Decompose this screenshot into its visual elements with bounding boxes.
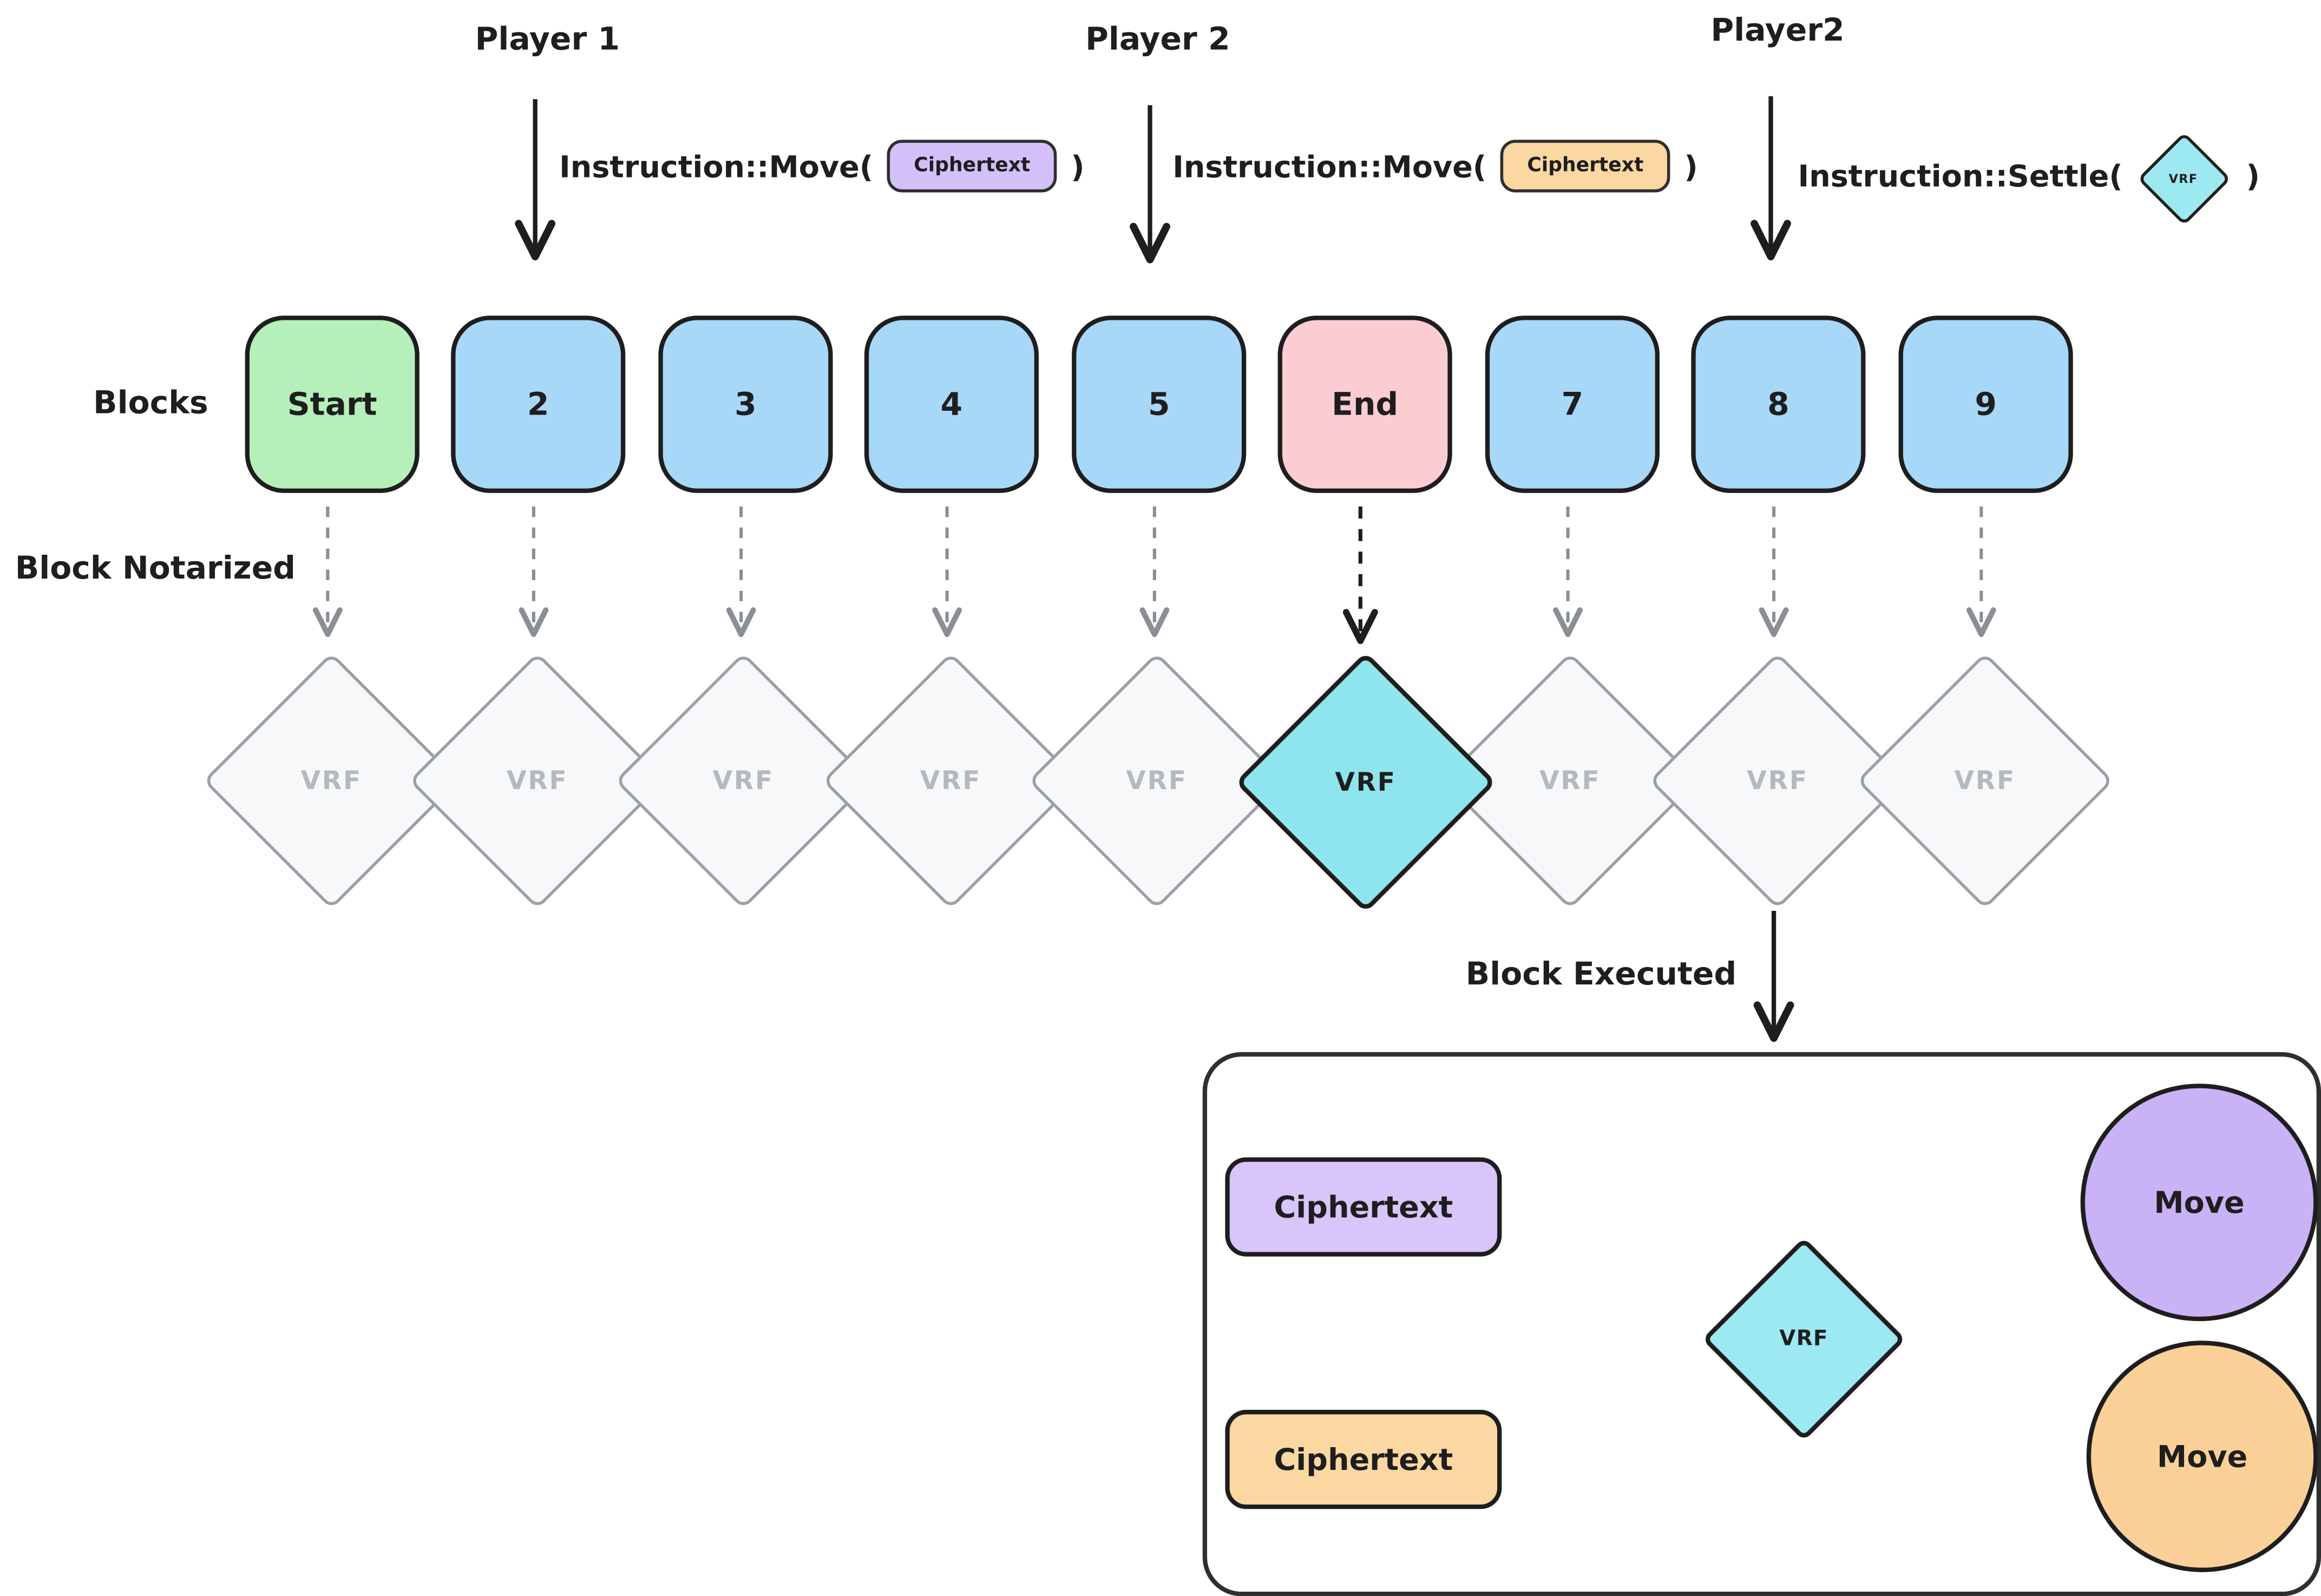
block-label: Start	[287, 386, 377, 423]
block-2: 2	[451, 316, 626, 493]
block-label: 8	[1767, 386, 1789, 423]
vrf-diamond-icon: VRF	[2138, 132, 2232, 226]
settle-instruction-close: )	[2246, 157, 2260, 194]
block-label: 2	[527, 386, 549, 423]
settle-instruction-text: Instruction::Settle(	[1798, 157, 2123, 194]
panel-ciphertext-purple: Ciphertext	[1225, 1157, 1502, 1257]
block-3: 3	[658, 316, 833, 493]
vrf-label: VRF	[1779, 1327, 1829, 1351]
panel-move-purple: Move	[2080, 1083, 2318, 1322]
block-label: 5	[1148, 386, 1170, 423]
player1-instruction-close: )	[1071, 148, 1085, 185]
ciphertext-pill-orange: Ciphertext	[1500, 140, 1671, 193]
player2-instruction-close: )	[1684, 148, 1698, 185]
vrf-label: VRF	[1954, 765, 2016, 796]
block-label: 4	[940, 386, 963, 423]
player1-instruction-text: Instruction::Move(	[559, 148, 874, 185]
player2-instruction: Instruction::Move( Ciphertext )	[1172, 140, 1698, 193]
block-end: End	[1277, 316, 1452, 493]
block-7: 7	[1485, 316, 1660, 493]
vrf-label: VRF	[1747, 765, 1808, 796]
vrf-label: VRF	[1126, 765, 1188, 796]
vrf-label: VRF	[1539, 765, 1601, 796]
player2-label: Player 2	[1085, 21, 1230, 57]
block-8: 8	[1691, 316, 1866, 493]
player1-label: Player 1	[475, 21, 620, 57]
block-5: 5	[1072, 316, 1247, 493]
block-4: 4	[864, 316, 1039, 493]
block-label: 7	[1561, 386, 1584, 423]
player1-instruction: Instruction::Move( Ciphertext )	[559, 140, 1085, 193]
block-executed-label: Block Executed	[1465, 956, 1737, 992]
block-label: 3	[735, 386, 757, 423]
ciphertext-pill-purple: Ciphertext	[887, 140, 1058, 193]
vrf-label: VRF	[1335, 767, 1396, 798]
vrf-diamond-executed: VRF	[1235, 651, 1497, 914]
player2-instruction-text: Instruction::Move(	[1172, 148, 1487, 185]
player2-settle-label: Player2	[1710, 12, 1845, 48]
block-notarized-label: Block Notarized	[15, 550, 296, 587]
block-9: 9	[1898, 316, 2073, 493]
vrf-label: VRF	[920, 765, 982, 796]
vrf-label: VRF	[507, 765, 568, 796]
block-label: End	[1332, 386, 1399, 423]
vrf-label: VRF	[300, 765, 363, 796]
vrf-label: VRF	[712, 765, 775, 796]
panel-move-orange: Move	[2086, 1341, 2318, 1572]
vrf-diamond-icon-label: VRF	[2169, 172, 2199, 186]
panel-ciphertext-orange: Ciphertext	[1225, 1410, 1502, 1509]
move-label: Move	[2154, 1184, 2245, 1221]
ciphertext-label: Ciphertext	[1274, 1441, 1453, 1477]
block-label: 9	[1975, 386, 1997, 423]
move-label: Move	[2156, 1438, 2248, 1475]
vrf-diamond-9: VRF	[1856, 652, 2114, 910]
ciphertext-label: Ciphertext	[1274, 1188, 1453, 1225]
blocks-row-label: Blocks	[93, 384, 208, 421]
player2-settle-instruction: Instruction::Settle( VRF )	[1798, 132, 2260, 226]
block-start: Start	[245, 316, 419, 493]
